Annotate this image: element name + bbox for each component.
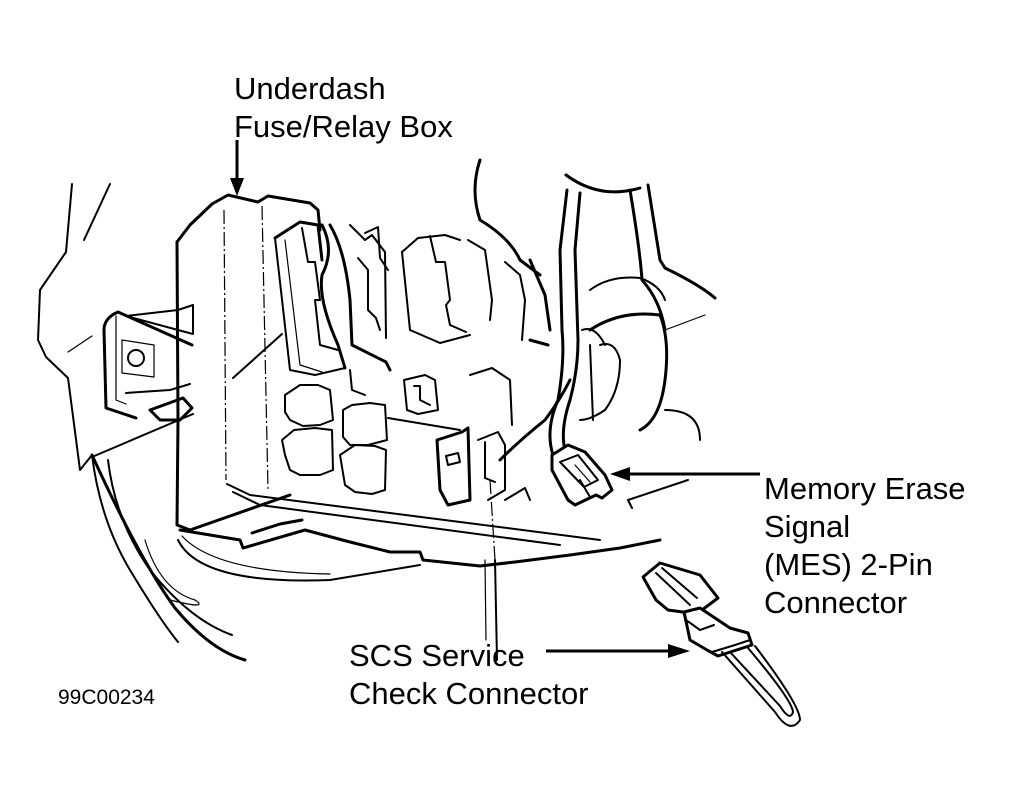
mes-arrow: [610, 467, 760, 509]
scs-label-line2: Check Connector: [349, 676, 589, 711]
dash-panel-left: [37, 183, 247, 662]
fuse-box-label-line1: Underdash: [234, 71, 386, 106]
mes-connector-label: Memory Erase Signal (MES) 2-Pin Connecto…: [764, 470, 966, 622]
fuse-slots: [281, 369, 461, 495]
figure-id-code: 99C00234: [58, 686, 155, 709]
mes-label-line3: (MES) 2-Pin: [764, 547, 933, 582]
relay-sockets: [273, 158, 552, 376]
scs-arrow: [546, 644, 690, 658]
fuse-box-label: Underdash Fuse/Relay Box: [234, 70, 453, 146]
mes-connector-drawing: [550, 443, 614, 507]
fuse-box-label-line2: Fuse/Relay Box: [234, 109, 453, 144]
mes-label-line1: Memory Erase: [764, 471, 966, 506]
connector-cluster: [435, 367, 572, 507]
mounting-bracket: [102, 304, 194, 422]
wiring-harness: [528, 173, 717, 457]
fuse-box-arrow: [230, 140, 244, 196]
scs-connector-drawing: [641, 561, 801, 727]
scs-connector-label: SCS Service Check Connector: [349, 637, 589, 713]
fuse-relay-box: [175, 193, 662, 661]
mes-label-line4: Connector: [764, 585, 908, 620]
mes-label-line2: Signal: [764, 509, 851, 544]
scs-label-line1: SCS Service: [349, 638, 525, 673]
